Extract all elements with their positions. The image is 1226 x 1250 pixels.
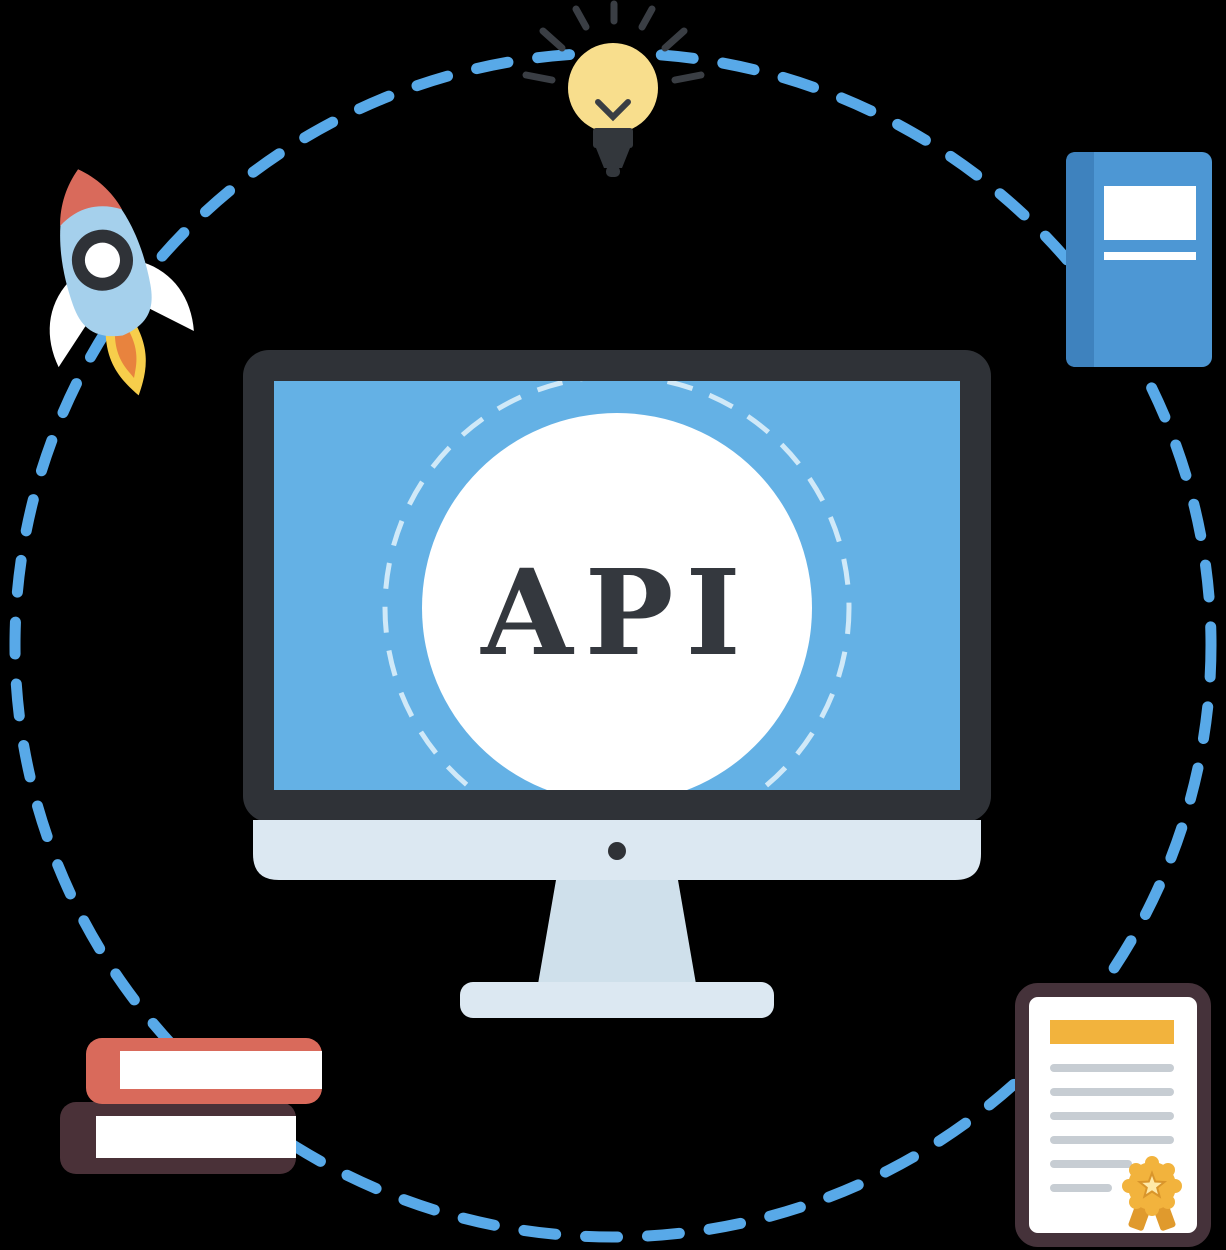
api-label: API bbox=[480, 543, 752, 682]
award-rosette bbox=[1122, 1156, 1182, 1231]
rocket-flame-inner bbox=[114, 329, 137, 379]
bulb-ray bbox=[671, 71, 705, 84]
bulb-base-body bbox=[596, 148, 630, 168]
bulb-ray bbox=[661, 27, 688, 52]
book-label-line bbox=[1104, 252, 1196, 260]
bulb-ray bbox=[539, 27, 566, 52]
bulb-base-tip bbox=[606, 166, 620, 177]
bottom-book-pages bbox=[96, 1116, 296, 1158]
rosette-star bbox=[1136, 1170, 1168, 1199]
certificate-text-line bbox=[1050, 1088, 1174, 1096]
books-stack-icon bbox=[60, 1038, 322, 1174]
lightbulb-icon bbox=[522, 0, 705, 177]
monitor-stand-neck bbox=[538, 880, 696, 984]
certificate-text-line bbox=[1050, 1184, 1112, 1192]
book-label bbox=[1104, 186, 1196, 240]
bulb-filament bbox=[595, 99, 631, 122]
bulb-ray bbox=[522, 71, 556, 84]
certificate-title-bar bbox=[1050, 1020, 1174, 1044]
rocket-icon bbox=[49, 169, 194, 396]
rocket-nose-cone bbox=[60, 169, 122, 226]
certificate-text-line bbox=[1050, 1064, 1174, 1072]
bulb-ray bbox=[572, 5, 590, 31]
screen-dashed-ring bbox=[382, 381, 852, 790]
certificate-text-line bbox=[1050, 1136, 1174, 1144]
bulb-ray bbox=[638, 5, 656, 31]
certificate-text-line bbox=[1050, 1112, 1174, 1120]
book-spine bbox=[1066, 152, 1094, 367]
screen-content bbox=[382, 381, 852, 790]
screen-white-circle bbox=[422, 413, 812, 790]
book-icon bbox=[1066, 152, 1212, 367]
certificate-text-line bbox=[1050, 1160, 1132, 1168]
certificate-icon bbox=[1015, 983, 1211, 1247]
bulb-glass bbox=[568, 43, 658, 133]
top-book-pages bbox=[120, 1051, 322, 1089]
bulb-base-top bbox=[593, 128, 633, 148]
rocket-fin-right bbox=[142, 261, 194, 331]
monitor: API bbox=[243, 350, 991, 1018]
monitor-stand-base bbox=[460, 982, 774, 1018]
rocket-window bbox=[71, 229, 133, 291]
monitor-camera-dot bbox=[608, 842, 626, 860]
